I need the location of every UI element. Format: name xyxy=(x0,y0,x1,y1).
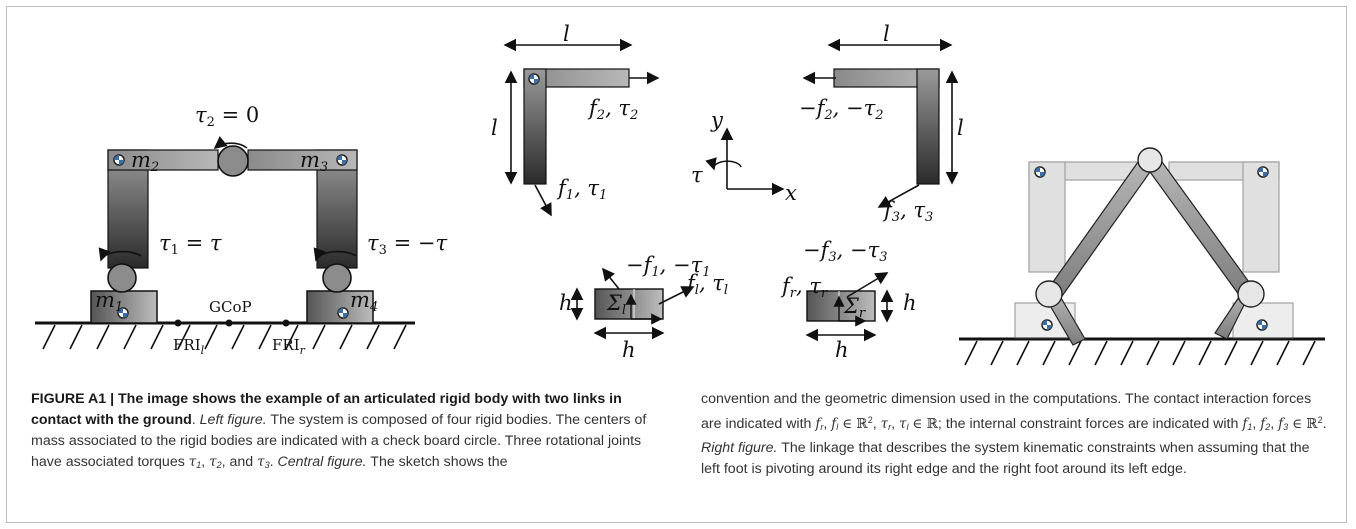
torque-label-tau3: τ3 = −τ xyxy=(367,231,447,258)
axis-x-label: x xyxy=(785,181,797,205)
torque-label-tau1: τ1 = τ xyxy=(159,231,222,258)
force-fl-label: fl, τl xyxy=(685,271,728,298)
figure-illustration: m2 m3 m1 m4 τ2 = 0 τ1 = τ τ3 = −τ GCoP F… xyxy=(35,22,1325,366)
fri-right-label: FRIr xyxy=(272,336,306,357)
caption-left-column: FIGURE A1 | The image shows the example … xyxy=(31,391,647,470)
dim-h-left: h xyxy=(559,291,573,315)
figure-frame: m2 m3 m1 m4 τ2 = 0 τ1 = τ τ3 = −τ GCoP F… xyxy=(6,6,1347,523)
left-panel: m2 m3 m1 m4 τ2 = 0 τ1 = τ τ3 = −τ GCoP F… xyxy=(35,103,447,357)
caption-right-text: The linkage that describes the system ki… xyxy=(701,440,1310,477)
fri-left-label: FRIl xyxy=(173,336,205,357)
gcop-label: GCoP xyxy=(209,298,252,316)
dim-l-top-right: l xyxy=(883,22,890,46)
dim-h-right: h xyxy=(903,291,917,315)
caption-title: The image shows the example of an articu… xyxy=(31,391,622,428)
mass-label-m4: m4 xyxy=(350,288,378,315)
center-panel: l l f2, τ2 f1, τ1 l l −f2, −τ2 f3, τ3 y … xyxy=(491,22,964,362)
dim-h-bottom-left: h xyxy=(622,338,636,362)
force-minus-f1-label: −f1, −τ1 xyxy=(626,253,711,280)
caption-right-column: convention and the geometric dimension u… xyxy=(701,391,1327,477)
force-fr-label: fr, τr xyxy=(780,274,828,301)
force-f1-label: f1, τ1 xyxy=(556,176,607,203)
caption-figure-label: FIGURE A1 | xyxy=(31,391,115,407)
dim-l-top-left: l xyxy=(563,22,570,46)
right-panel xyxy=(959,147,1325,366)
caption-left-text: The system is composed of four rigid bod… xyxy=(31,412,647,470)
force-minus-f3-label: −f3, −τ3 xyxy=(803,238,888,265)
force-f2-label: f2, τ2 xyxy=(587,96,638,123)
caption-left-figure-label: Left figure. xyxy=(199,412,267,428)
dim-h-bottom-right: h xyxy=(835,338,849,362)
frame-sigma-l: Σl xyxy=(606,291,626,318)
force-minus-f2-label: −f2, −τ2 xyxy=(799,96,884,123)
caption-internal-text: the internal constraint forces are indic… xyxy=(945,416,1239,432)
dim-l-right: l xyxy=(957,116,964,140)
caption-right-figure-label: Right figure. xyxy=(701,440,778,456)
force-f3-label: f3, τ3 xyxy=(882,198,933,225)
dim-l-left: l xyxy=(491,116,498,140)
axis-tau-label: τ xyxy=(691,163,703,187)
caption-central-figure-label: Central figure. xyxy=(277,454,367,470)
axis-y-label: y xyxy=(710,108,724,132)
torque-label-tau2: τ2 = 0 xyxy=(195,103,259,130)
